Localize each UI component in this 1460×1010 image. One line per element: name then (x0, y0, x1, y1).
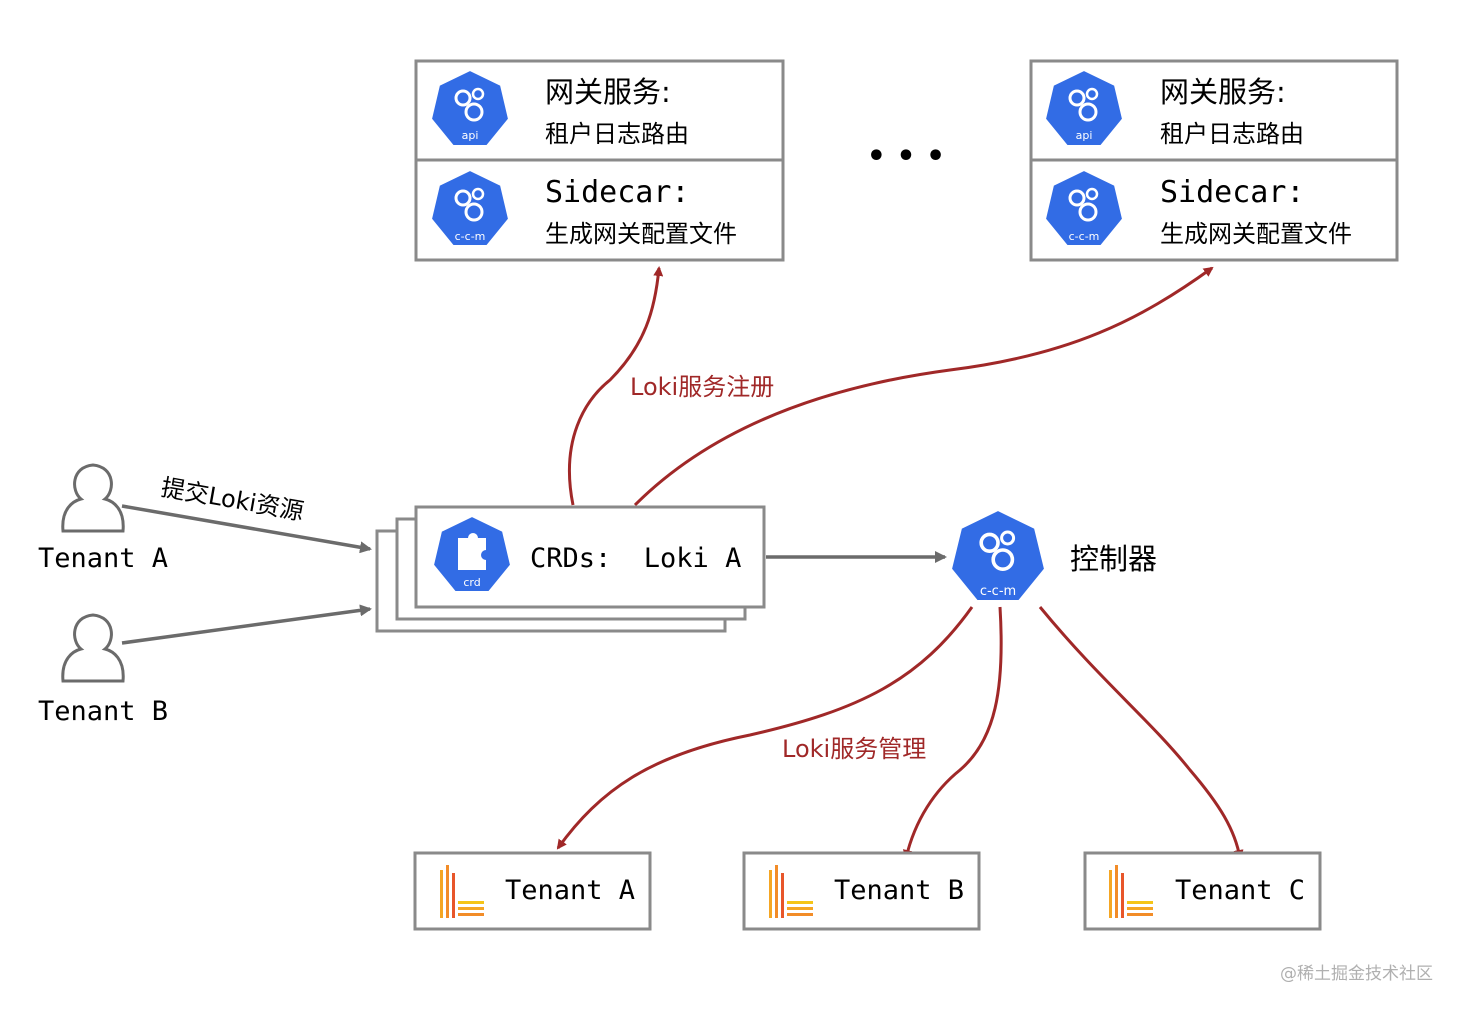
user-icon-tenant-a (61, 463, 125, 533)
loki-tenant-label: Tenant B (834, 875, 964, 906)
register-arrow-left (568, 266, 664, 506)
loki-tenant-box-a: Tenant A (413, 851, 652, 931)
loki-tenant-box-c: Tenant C (1083, 851, 1322, 931)
svg-text:c-c-m: c-c-m (1069, 230, 1100, 243)
api-gateway-title: 网关服务: (1160, 75, 1286, 109)
submit-arrow-tenant-a (121, 504, 372, 554)
watermark: @稀土掘金技术社区 (1280, 964, 1433, 984)
ellipsis: • • • (867, 139, 945, 174)
crd-label: CRDs: Loki A (530, 543, 741, 574)
gateway-group-right: api 网关服务: 租户日志路由 c-c-m Sidecar: 生成网关配置文件 (1029, 59, 1399, 262)
api-gateway-subtitle: 租户日志路由 (1160, 120, 1304, 148)
svg-text:api: api (1076, 129, 1093, 142)
kubernetes-ccm-icon: c-c-m (430, 169, 510, 247)
loki-tenant-label: Tenant C (1175, 875, 1305, 906)
svg-text:c-c-m: c-c-m (455, 230, 486, 243)
sidecar-title: Sidecar: (1160, 175, 1305, 210)
kubernetes-ccm-icon: c-c-m (1044, 169, 1124, 247)
sidecar-subtitle: 生成网关配置文件 (1160, 220, 1352, 248)
manage-label: Loki服务管理 (782, 735, 926, 763)
puzzle-crd-icon: crd (432, 515, 512, 593)
loki-tenant-box-b: Tenant B (742, 851, 981, 931)
loki-tenant-label: Tenant A (505, 875, 635, 906)
manage-arrow-tenant-c (1038, 606, 1244, 860)
sidecar-subtitle: 生成网关配置文件 (545, 220, 737, 248)
loki-logo-icon (769, 865, 813, 918)
sidecar-title: Sidecar: (545, 175, 690, 210)
controller-label: 控制器 (1070, 542, 1157, 576)
api-gateway-title: 网关服务: (545, 75, 671, 109)
submit-arrow-tenant-b (121, 604, 372, 645)
manage-arrow-tenant-b (902, 606, 1003, 860)
submit-label: 提交Loki资源 (159, 473, 306, 526)
kubernetes-api-icon: api (430, 69, 510, 147)
loki-logo-icon (440, 865, 484, 918)
loki-logo-icon (1109, 865, 1153, 918)
register-label: Loki服务注册 (630, 373, 774, 401)
crd-stack: crd CRDs: Loki A (375, 505, 766, 633)
kubernetes-api-icon: api (1044, 69, 1124, 147)
gateway-group-left: api 网关服务: 租户日志路由 c-c-m Sidecar: 生成网关配置文件 (414, 59, 785, 262)
user-label-tenant-b: Tenant B (38, 696, 168, 727)
api-gateway-subtitle: 租户日志路由 (545, 120, 689, 148)
svg-text:api: api (462, 129, 479, 142)
register-arrow-right (633, 266, 1214, 507)
svg-text:crd: crd (463, 576, 480, 589)
svg-text:c-c-m: c-c-m (980, 584, 1016, 599)
user-icon-tenant-b (61, 613, 125, 683)
user-label-tenant-a: Tenant A (38, 543, 168, 574)
manage-arrow-tenant-a (556, 606, 974, 850)
controller-ccm-icon: c-c-m (949, 508, 1047, 602)
